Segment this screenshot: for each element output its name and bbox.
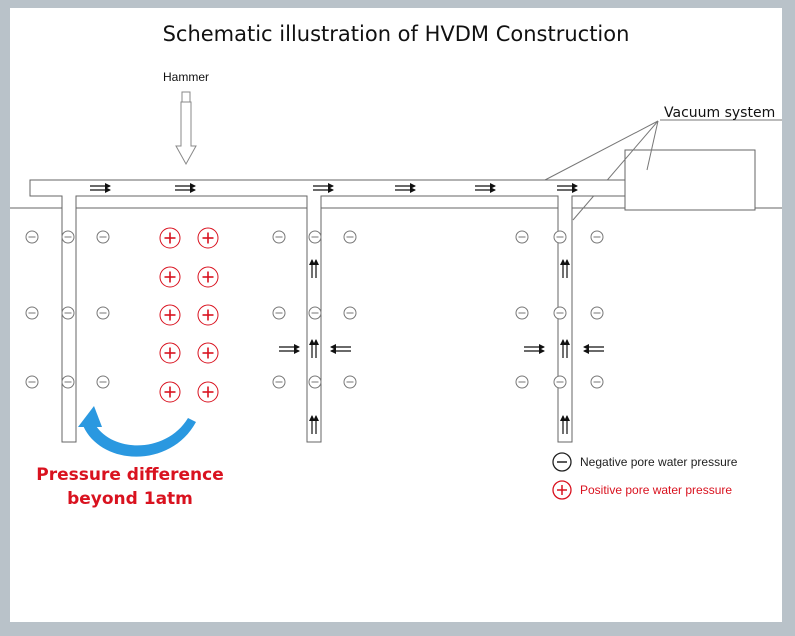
positive-pressure-icon (197, 304, 219, 326)
pressure-difference-label-2: beyond 1atm (67, 489, 193, 509)
inward-arrow-right (279, 344, 300, 354)
negative-pressure-icon (308, 230, 322, 244)
vacuum-pointer-line (544, 120, 659, 181)
up-flow-arrow (309, 339, 319, 358)
negative-pressure-icon (590, 230, 604, 244)
inward-arrow-left (583, 344, 604, 354)
positive-pressure-icon (197, 381, 219, 403)
positive-pressure-icon (197, 342, 219, 364)
pipe-flow-arrow (395, 183, 416, 193)
negative-pressure-icon (96, 375, 110, 389)
positive-pressure-icon (159, 266, 181, 288)
hammer-label: Hammer (163, 70, 209, 84)
inward-flow-arrows (279, 344, 604, 354)
negative-pressure-icon (343, 230, 357, 244)
legend: Negative pore water pressure Positive po… (552, 452, 738, 500)
legend-positive-icon (552, 480, 572, 500)
negative-pressure-icon (515, 230, 529, 244)
drain-pipe-network (29, 179, 626, 443)
vacuum-box (624, 149, 756, 211)
vacuum-system-label: Vacuum system (664, 105, 775, 121)
inward-arrow-left (330, 344, 351, 354)
pipe-flow-arrow (175, 183, 196, 193)
negative-pressure-icon (553, 230, 567, 244)
diagram-title: Schematic illustration of HVDM Construct… (162, 22, 630, 46)
hammer-arrow-icon (175, 91, 197, 166)
negative-pressure-icon (25, 230, 39, 244)
legend-negative-icon (552, 452, 572, 472)
negative-pressure-icon (553, 375, 567, 389)
legend-negative-label: Negative pore water pressure (580, 455, 738, 469)
pipe-flow-arrow (90, 183, 111, 193)
flow-arrows-horizontal (90, 183, 578, 193)
negative-pressure-icon (308, 306, 322, 320)
positive-pressure-icon (197, 227, 219, 249)
negative-pressure-icon (343, 306, 357, 320)
inward-arrow-right (524, 344, 545, 354)
up-flow-arrow (560, 415, 570, 434)
negative-pressure-icon (272, 306, 286, 320)
vacuum-pointer-line (646, 120, 659, 171)
negative-pressure-icon (61, 306, 75, 320)
positive-pressure-icon (159, 342, 181, 364)
positive-pressure-symbols (159, 227, 219, 403)
positive-pressure-icon (159, 304, 181, 326)
pressure-difference-label: Pressure difference (36, 465, 223, 485)
flow-arrows-vertical (309, 259, 570, 434)
positive-pressure-icon (159, 381, 181, 403)
negative-pressure-icon (272, 375, 286, 389)
negative-pressure-icon (61, 230, 75, 244)
negative-pressure-icon (96, 230, 110, 244)
negative-pressure-icon (61, 375, 75, 389)
negative-pressure-icon (515, 375, 529, 389)
legend-positive-label: Positive pore water pressure (580, 483, 732, 497)
up-flow-arrow (560, 259, 570, 278)
up-flow-arrow (309, 415, 319, 434)
up-flow-arrow (560, 339, 570, 358)
negative-pressure-icon (96, 306, 110, 320)
pipe-flow-arrow (557, 183, 578, 193)
up-flow-arrow (309, 259, 319, 278)
negative-pressure-symbols (25, 230, 604, 389)
negative-pressure-icon (515, 306, 529, 320)
hvdm-schematic: Hammer Vacuum system Pressure difference… (10, 70, 782, 509)
positive-pressure-icon (197, 266, 219, 288)
pipe-flow-arrow (313, 183, 334, 193)
negative-pressure-icon (343, 375, 357, 389)
negative-pressure-icon (553, 306, 567, 320)
negative-pressure-icon (308, 375, 322, 389)
negative-pressure-icon (590, 375, 604, 389)
negative-pressure-icon (272, 230, 286, 244)
vacuum-pointer-line (572, 120, 659, 221)
negative-pressure-icon (25, 375, 39, 389)
negative-pressure-icon (590, 306, 604, 320)
negative-pressure-icon (25, 306, 39, 320)
diagram-frame: Schematic illustration of HVDM Construct… (10, 8, 782, 622)
curved-arrow-icon (78, 406, 196, 457)
positive-pressure-icon (159, 227, 181, 249)
pipe-flow-arrow (475, 183, 496, 193)
